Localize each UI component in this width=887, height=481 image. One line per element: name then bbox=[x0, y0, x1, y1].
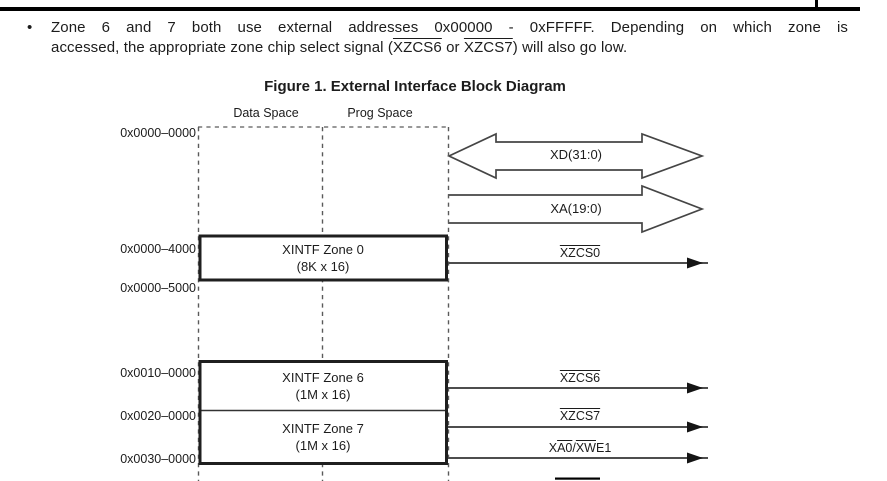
bullet-line-2-seg: or bbox=[441, 38, 464, 56]
xzcs6-text: XZCS6 bbox=[559, 371, 601, 385]
xa0-xwe1-seg: / bbox=[572, 441, 576, 455]
prog-space-header: Prog Space bbox=[347, 106, 413, 120]
zone0-label: XINTF Zone 0 (8K x 16) bbox=[201, 237, 445, 279]
page-divider-rule bbox=[0, 7, 860, 11]
zone6-name: XINTF Zone 6 bbox=[282, 369, 364, 385]
address-label: 0x0010–0000 bbox=[120, 366, 196, 380]
xzcs7-arrowhead bbox=[687, 421, 703, 433]
bullet-line-2-seg: ) will also go low. bbox=[512, 38, 628, 56]
signal-ref-xzcs7: XZCS7 bbox=[463, 38, 513, 56]
bullet-line-2: accessed, the appropriate zone chip sele… bbox=[51, 38, 848, 58]
address-label: 0x0000–5000 bbox=[120, 281, 196, 295]
address-label: 0x0000–4000 bbox=[120, 242, 196, 256]
clipped-label-overline bbox=[555, 477, 600, 480]
xzcs6-label: XZCS6 bbox=[520, 371, 640, 386]
xd-bus-label: XD(31:0) bbox=[549, 147, 603, 162]
xzcs0-label: XZCS0 bbox=[520, 246, 640, 261]
zone7-name: XINTF Zone 7 bbox=[282, 421, 364, 436]
zone6-size: (1M x 16) bbox=[295, 386, 351, 402]
zone6-label: XINTF Zone 6 (1M x 16) bbox=[201, 362, 445, 409]
zone67-box bbox=[198, 360, 448, 465]
xzcs0-text: XZCS0 bbox=[559, 246, 601, 260]
bullet-line-1: Zone 6 and 7 both use external addresses… bbox=[51, 19, 848, 36]
xa-bus-label: XA(19:0) bbox=[550, 201, 602, 216]
figure-caption: Figure 1. External Interface Block Diagr… bbox=[264, 78, 566, 95]
address-label: 0x0030–0000 bbox=[120, 452, 196, 466]
xzcs7-label: XZCS7 bbox=[520, 409, 640, 424]
zone0-name: XINTF Zone 0 bbox=[282, 242, 364, 257]
address-label: 0x0000–0000 bbox=[120, 126, 196, 140]
signal-ref-xzcs6: XZCS6 bbox=[392, 38, 442, 56]
xa0-xwe1-seg: E1 bbox=[595, 441, 612, 455]
address-label: 0x0020–0000 bbox=[120, 409, 196, 423]
zone7-label: XINTF Zone 7 (1M x 16) bbox=[201, 412, 445, 462]
xa0-xwe1-seg: A0 bbox=[557, 441, 573, 455]
xa0-xwe1-arrowhead bbox=[687, 452, 703, 464]
xd-bus-arrow bbox=[446, 132, 705, 180]
xa-bus-arrow bbox=[448, 184, 705, 234]
data-space-header: Data Space bbox=[233, 106, 299, 120]
bullet-paragraph: Zone 6 and 7 both use external addresses… bbox=[51, 18, 848, 57]
xa0-xwe1-seg: X bbox=[548, 441, 558, 455]
xa0-xwe1-seg: XW bbox=[575, 441, 596, 455]
zone0-size: (8K x 16) bbox=[296, 259, 350, 274]
bullet-line-2-seg: accessed, the appropriate zone chip sele… bbox=[51, 38, 393, 56]
header-fragment bbox=[815, 0, 818, 7]
xzcs6-arrowhead bbox=[687, 382, 703, 394]
zone7-size: (1M x 16) bbox=[295, 438, 351, 453]
zone0-box bbox=[198, 234, 448, 282]
xa0-xwe1-label: XA0/XWE1 bbox=[520, 441, 640, 456]
xzcs0-arrowhead bbox=[687, 257, 703, 269]
bullet-marker: • bbox=[27, 19, 33, 36]
xzcs7-text: XZCS7 bbox=[559, 409, 601, 423]
